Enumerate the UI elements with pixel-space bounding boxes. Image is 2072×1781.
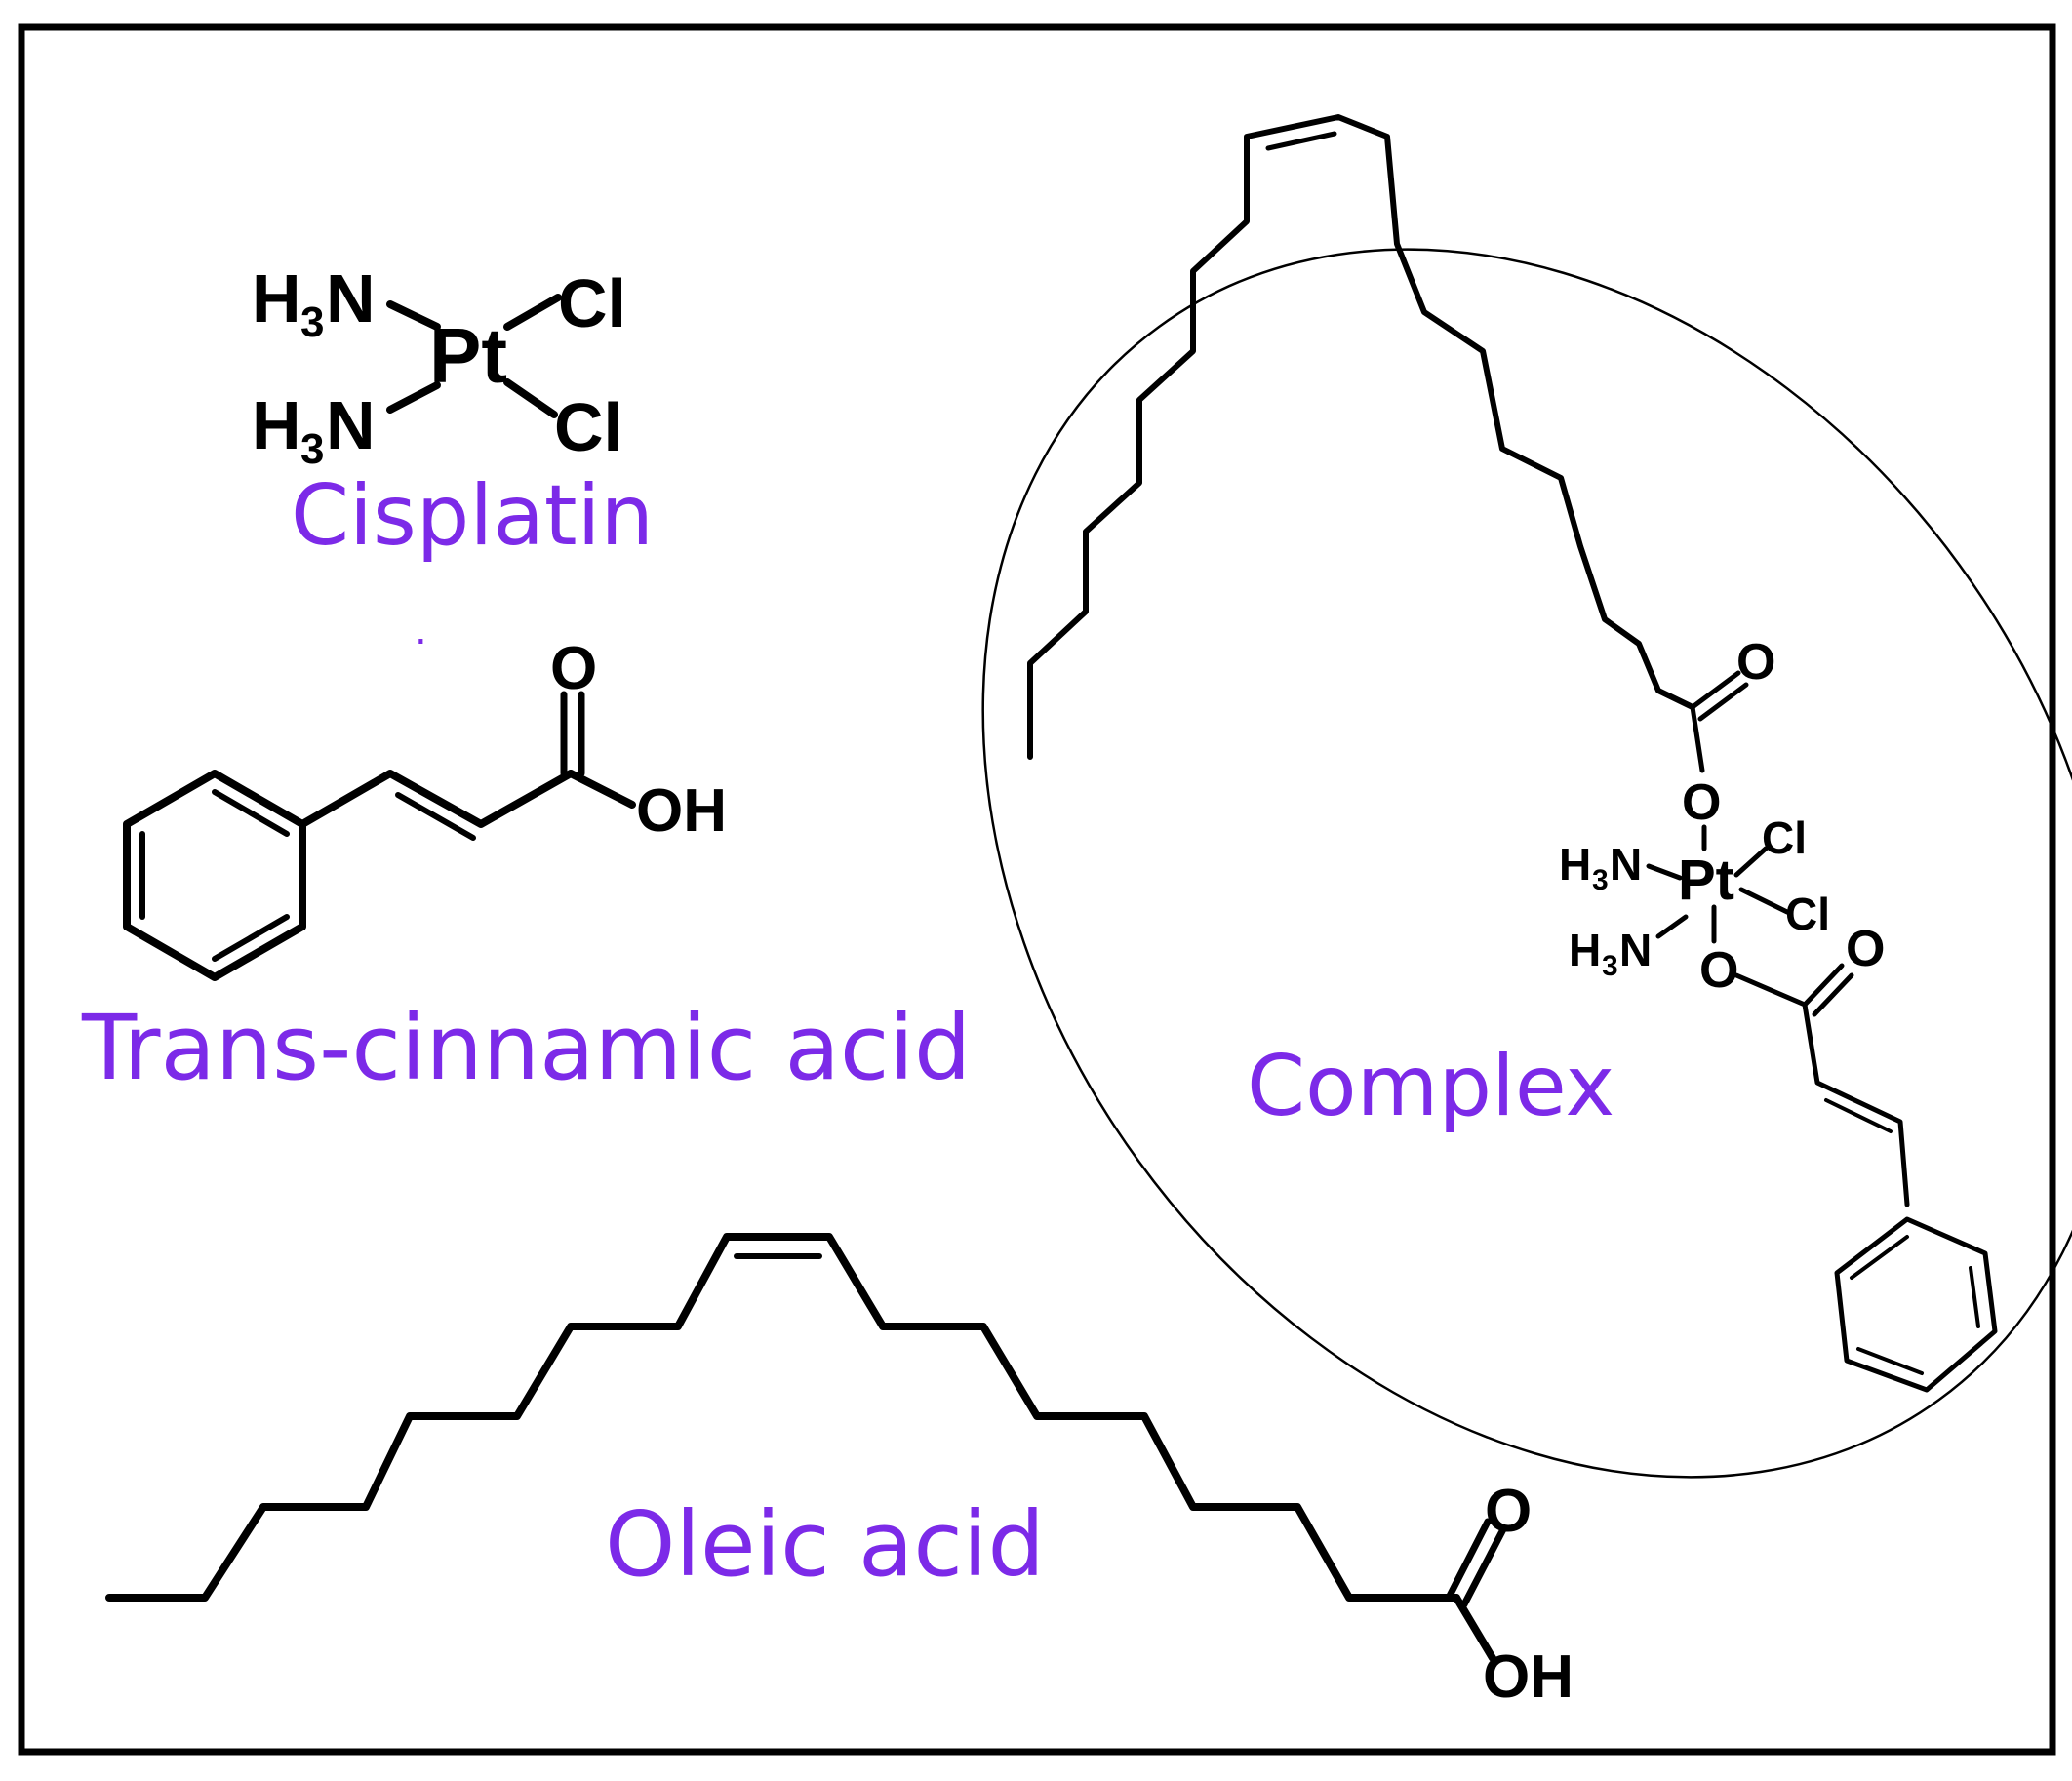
- cinnamic-c-oh: [567, 770, 636, 809]
- complex-sub3-top: 3: [1592, 864, 1609, 896]
- complex-ester2-co-2: [1812, 972, 1854, 1017]
- complex-ester1-o-link: O: [1682, 774, 1721, 831]
- complex-cl-bottom: Cl: [1785, 889, 1830, 939]
- cinnamic-ring-double-2: [212, 789, 290, 837]
- complex-pt: Pt: [1678, 849, 1734, 912]
- complex-ellipse: [981, 248, 2072, 1479]
- oleic-o: O: [1485, 1478, 1532, 1545]
- cinnamic-acid-structure: O OH: [123, 635, 727, 981]
- cisplatin-h-top: H: [252, 260, 301, 336]
- complex-bond-pt-cl2: [1738, 887, 1790, 915]
- complex-ester2-o-link: O: [1699, 942, 1738, 999]
- oleic-carbonyl-1: [1445, 1518, 1492, 1602]
- cisplatin-bond-n1-pt: [386, 300, 441, 331]
- complex-n-top: N: [1610, 839, 1642, 890]
- cinnamic-oh: OH: [636, 777, 727, 845]
- complex-bond-n2-pt: [1655, 914, 1689, 939]
- cisplatin-label: Cisplatin: [291, 467, 654, 565]
- stray-dot: .: [415, 609, 427, 653]
- cinnamic-chain: [299, 770, 575, 828]
- oleic-c-oh: [1453, 1594, 1496, 1662]
- complex-ester1-c-o: [1690, 704, 1705, 773]
- complex-cl-top: Cl: [1762, 812, 1807, 863]
- cisplatin-n-bottom: N: [326, 387, 376, 463]
- complex-h-top: H: [1559, 839, 1591, 890]
- complex-cis-double: [1265, 131, 1337, 151]
- oleic-carbonyl-2: [1460, 1525, 1507, 1608]
- complex-bond-pt-cl1: [1733, 846, 1769, 878]
- complex-benzene-ring: [1834, 1216, 1998, 1393]
- cinnamic-benzene-ring: [123, 770, 306, 981]
- complex-sub3-bottom: 3: [1602, 950, 1618, 982]
- oleic-chain: [105, 1233, 1460, 1602]
- complex-ester2-o-carbonyl: O: [1846, 921, 1885, 977]
- cisplatin-bond-n2-pt: [386, 381, 441, 414]
- complex-h-bottom: H: [1569, 925, 1601, 975]
- cisplatin-structure: H 3 N H 3 N Pt Cl Cl: [252, 260, 626, 473]
- cisplatin-cl-bottom: Cl: [554, 389, 622, 465]
- complex-oleate-chain: [1027, 114, 1695, 760]
- figure-frame: [18, 23, 2056, 1756]
- complex-ester1-o-carbonyl: O: [1736, 634, 1775, 691]
- cinnamic-chain-double: [395, 792, 476, 841]
- complex-ring-double-2: [1856, 1347, 1924, 1375]
- complex-ester1-co-1: [1690, 670, 1741, 710]
- cisplatin-n-top: N: [326, 260, 376, 336]
- cinnamic-ring-double-3: [212, 914, 290, 962]
- cisplatin-pt: Pt: [429, 312, 507, 399]
- cisplatin-h-bottom: H: [252, 387, 301, 463]
- complex-ring-double-3: [1850, 1235, 1909, 1280]
- oleic-oh: OH: [1483, 1643, 1574, 1711]
- complex-ring-double-1: [1969, 1266, 1980, 1328]
- cisplatin-sub3-top: 3: [300, 298, 324, 346]
- cinnamic-o: O: [550, 635, 597, 702]
- complex-ester2-co-1: [1802, 963, 1845, 1008]
- cisplatin-sub3-bottom: 3: [300, 425, 324, 473]
- complex-cinnamate-chain: [1802, 1002, 1910, 1207]
- complex-structure: O O Pt H 3 N H 3 N Cl Cl O O: [1027, 114, 1998, 1393]
- complex-ester1-co-2: [1697, 682, 1749, 722]
- cisplatin-cl-top: Cl: [558, 265, 626, 341]
- oleic-acid-label: Oleic acid: [605, 1492, 1045, 1597]
- complex-cinnamate-double: [1824, 1098, 1893, 1133]
- cisplatin-bond-pt-cl1: [503, 294, 562, 331]
- complex-label: Complex: [1247, 1038, 1614, 1135]
- cisplatin-bond-pt-cl2: [503, 378, 558, 418]
- oleic-acid-structure: O OH: [105, 1233, 1574, 1711]
- cinnamic-acid-label: Trans-cinnamic acid: [81, 996, 971, 1100]
- complex-ester2-o-c: [1733, 972, 1808, 1008]
- complex-bond-n1-pt: [1646, 863, 1683, 881]
- complex-n-bottom: N: [1619, 925, 1652, 975]
